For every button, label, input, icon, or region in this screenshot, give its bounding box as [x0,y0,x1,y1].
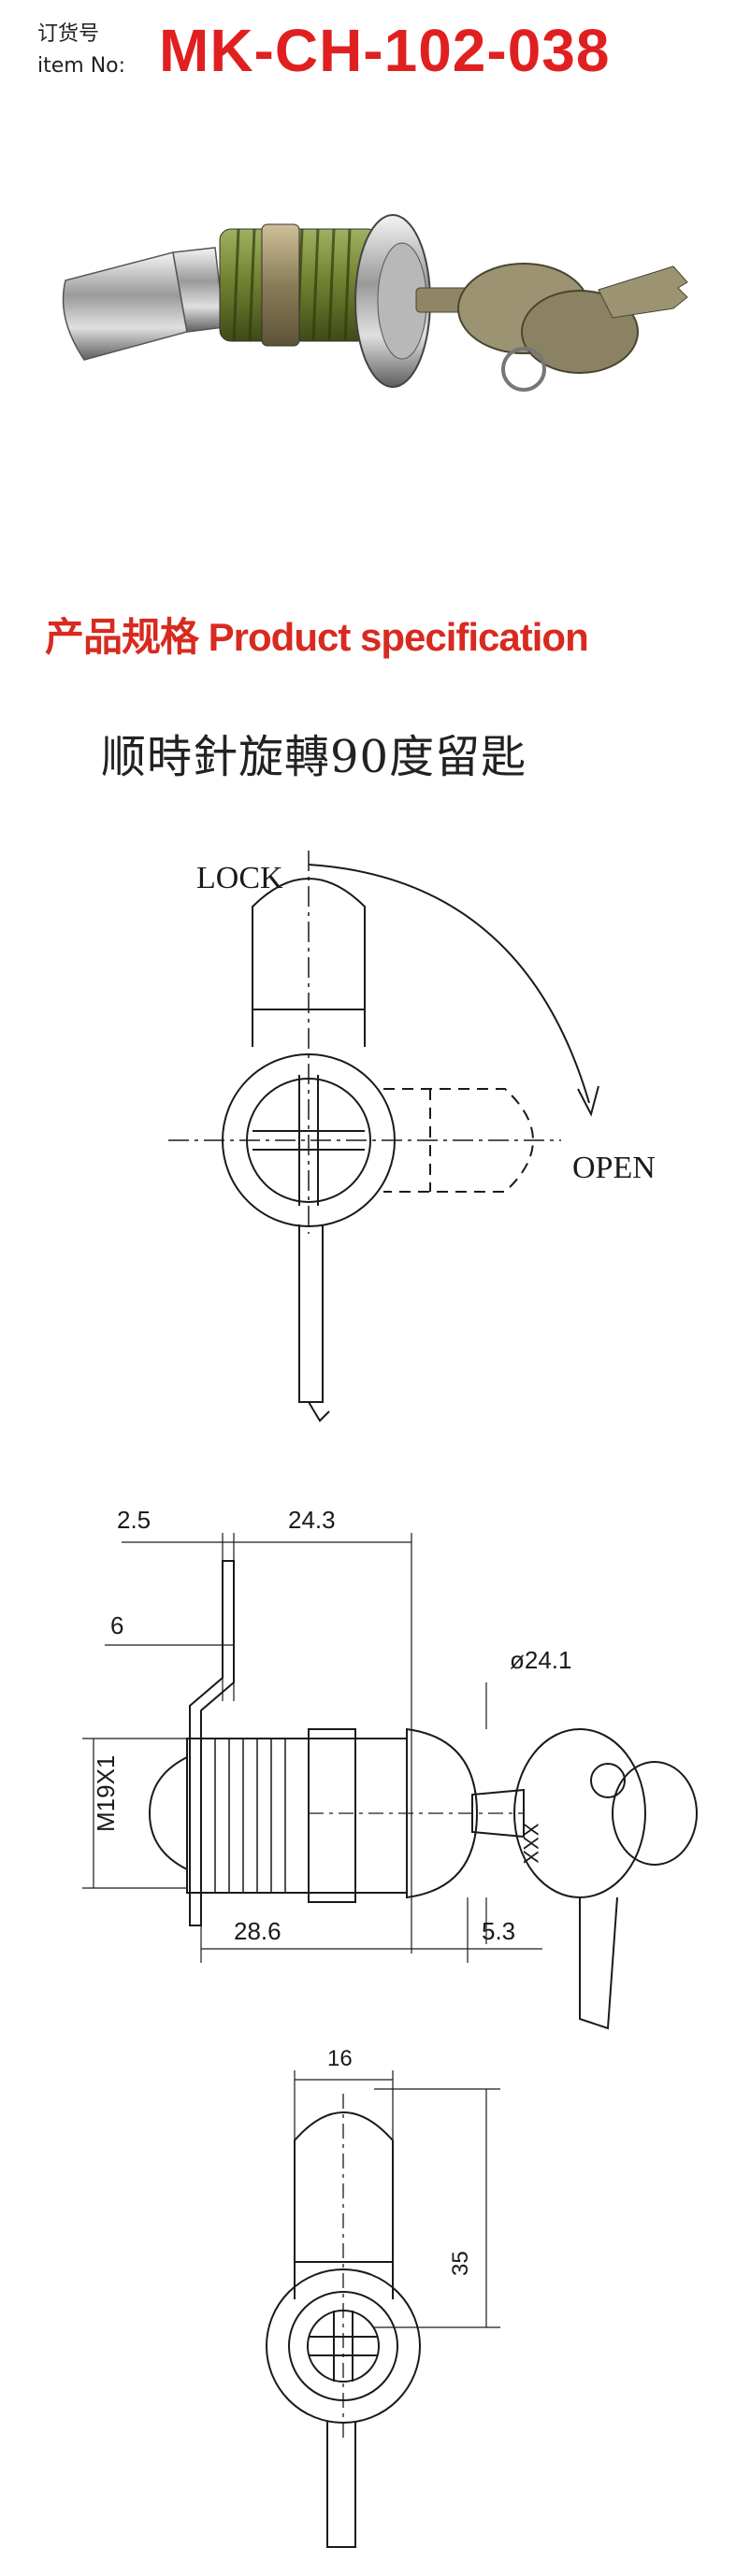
dim-height: 35 [448,2251,473,2276]
rear-view-drawing: 16 35 [266,2046,500,2548]
item-label: 订货号 item No: [37,19,125,82]
rear-stem [326,2421,356,2548]
keys [415,263,688,392]
side-view-drawing: 2.5 24.3 6 ø24.1 28.6 5.3 M19X1 XXX [82,1506,698,2030]
dim-diameter: ø24.1 [510,1646,572,1674]
item-label-cn: 订货号 [37,22,100,46]
rotation-note: 顺時針旋轉90度留匙 [101,731,527,783]
key-blade [579,1896,618,2030]
spec-title: 产品规格 Product specification [45,615,589,659]
dim-top-left: 2.5 [117,1506,151,1534]
lock-label: LOCK [196,861,283,895]
cam-open-outline [383,1088,534,1193]
item-label-en: item No: [37,54,126,78]
dim-width: 16 [327,2046,353,2071]
key-bow [513,1728,646,1898]
front-view-drawing: LOCK OPEN [168,851,656,1423]
rotation-arc [308,864,590,1104]
cam-plate [189,1560,235,1926]
dim-bottom-left: 28.6 [234,1917,281,1945]
key-mark: XXX [519,1823,542,1864]
threaded-body-outline [186,1738,408,1894]
dim-left: 6 [110,1611,123,1639]
open-label: OPEN [572,1151,656,1185]
product-photo [62,214,688,392]
rear-cam [294,2111,394,2299]
item-number: MK-CH-102-038 [159,17,611,84]
dim-top-right: 24.3 [288,1506,336,1534]
rear-knob [148,1756,188,1870]
cam-part [62,247,225,361]
dim-thread: M19X1 [92,1755,120,1832]
threaded-body [219,223,380,347]
face-head [406,1727,479,1899]
dim-bottom-right: 5.3 [482,1917,515,1945]
lock-face [354,214,431,388]
nut [308,1728,356,1903]
stem [298,1224,324,1403]
rotation-arrow [577,1085,599,1117]
